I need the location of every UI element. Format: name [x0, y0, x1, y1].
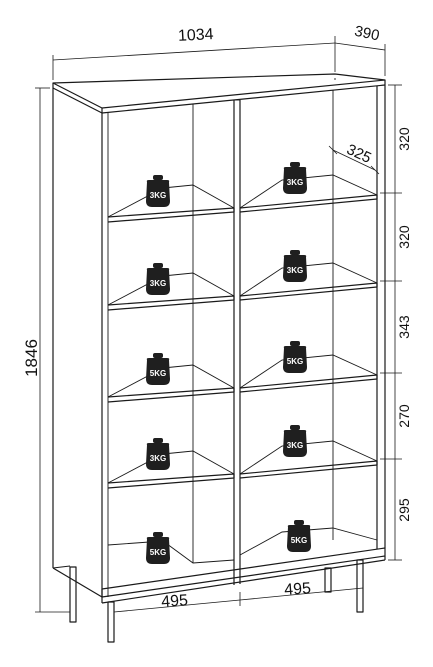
svg-text:3KG: 3KG	[150, 279, 166, 288]
shelf-spacing-label: 343	[396, 315, 412, 339]
svg-text:3KG: 3KG	[150, 191, 166, 200]
load-weights: 3KG 3KG 5KG 3KG 5KG 3KG	[146, 162, 311, 564]
compartment-width-right-label: 495	[284, 580, 312, 599]
compartment-width-left-label: 495	[161, 592, 189, 611]
center-divider	[192, 90, 334, 585]
legs	[69, 559, 364, 643]
overall-depth-label: 390	[353, 23, 381, 45]
overall-width-label: 1034	[178, 26, 215, 45]
dimension-lines	[35, 36, 402, 618]
svg-text:5KG: 5KG	[287, 357, 303, 366]
kettlebell-weight-icon: 5KG	[287, 520, 311, 552]
overall-height-label: 1846	[22, 339, 41, 377]
kettlebell-weight-icon: 3KG	[283, 250, 307, 282]
kettlebell-weight-icon: 3KG	[146, 438, 170, 470]
kettlebell-weight-icon: 5KG	[146, 353, 170, 385]
svg-text:3KG: 3KG	[287, 178, 303, 187]
svg-text:5KG: 5KG	[150, 369, 166, 378]
kettlebell-weight-icon: 3KG	[283, 425, 307, 457]
kettlebell-weight-icon: 3KG	[146, 175, 170, 207]
kettlebell-weight-icon: 5KG	[146, 532, 170, 564]
dimension-labels: 1034 390 1846 325 495 495 320 320 343 27…	[22, 23, 412, 611]
shelf-spacing-label: 320	[396, 127, 412, 151]
shelves	[107, 174, 378, 564]
svg-text:3KG: 3KG	[150, 454, 166, 463]
shelf-spacing-label: 295	[396, 498, 412, 522]
shelf-spacing-label: 270	[396, 404, 412, 428]
svg-text:3KG: 3KG	[287, 441, 303, 450]
svg-text:5KG: 5KG	[291, 536, 307, 545]
shelf-spacing-label: 320	[396, 225, 412, 249]
cabinet-outline	[52, 73, 386, 604]
kettlebell-weight-icon: 5KG	[283, 341, 307, 373]
kettlebell-weight-icon: 3KG	[146, 263, 170, 295]
shelf-depth-label: 325	[344, 141, 374, 167]
svg-text:5KG: 5KG	[150, 548, 166, 557]
svg-text:3KG: 3KG	[287, 266, 303, 275]
kettlebell-weight-icon: 3KG	[283, 162, 307, 194]
